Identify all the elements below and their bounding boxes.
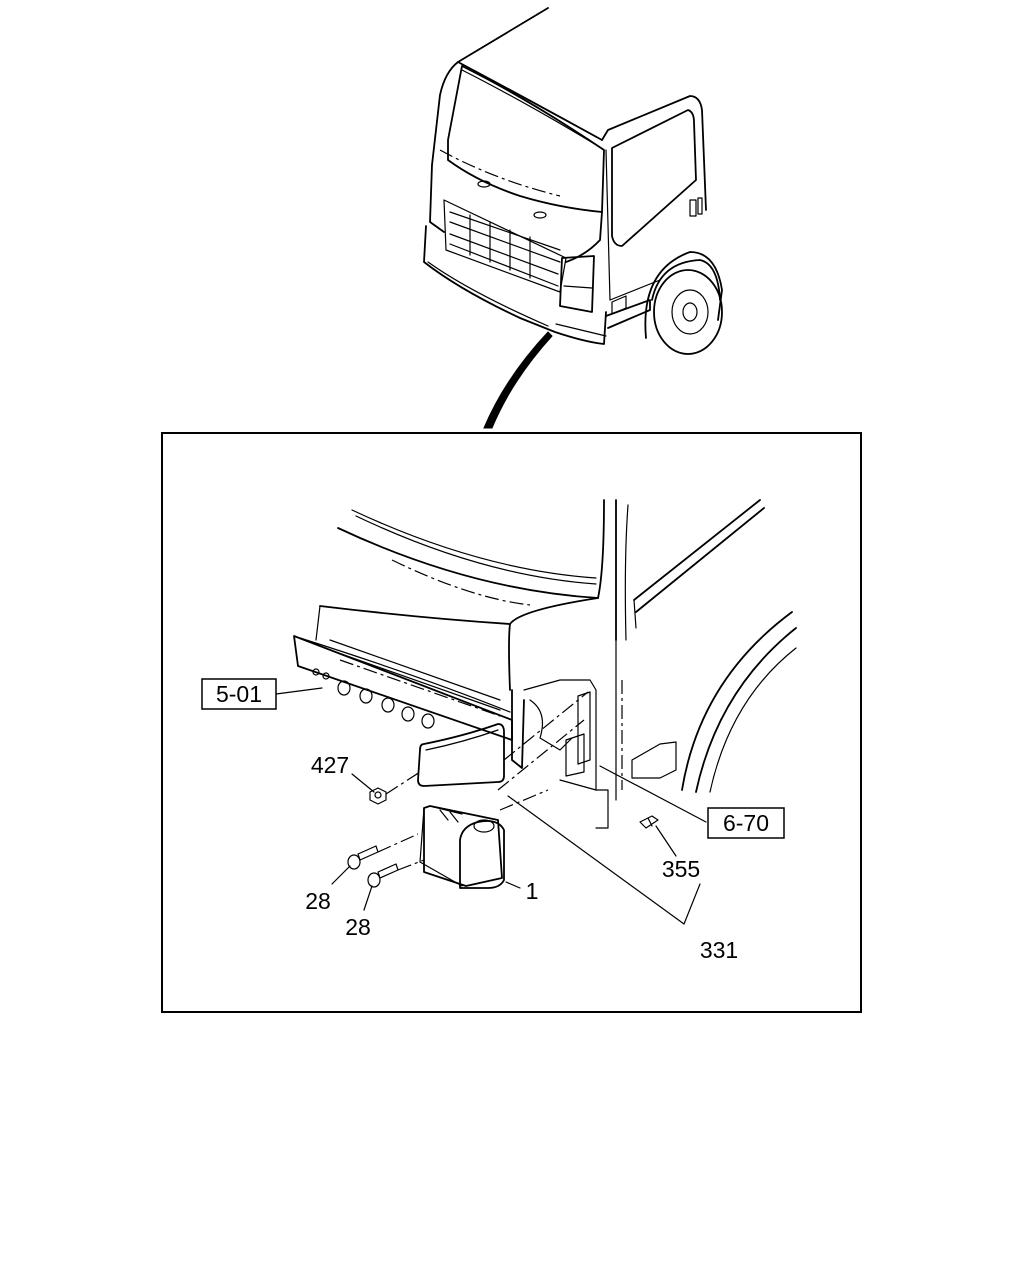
detail-pointer [483,331,553,429]
detail-cab-corner [293,499,797,829]
leader-1 [505,881,521,889]
screw [639,815,659,829]
truck-overview [423,7,723,355]
leader-5-01 [275,687,323,695]
leader-6-70 [599,765,707,823]
leader-427 [351,773,375,793]
label-1: 1 [526,878,539,904]
label-331: 331 [700,937,738,963]
assembly-line-5 [397,859,425,871]
assembly-line-1 [503,691,589,761]
assembly-line-6 [377,833,419,853]
lamp-housing [419,805,505,889]
label-5-01: 5-01 [216,681,262,707]
turn-signal-lens [417,723,505,787]
nut [369,787,387,805]
label-28-a: 28 [305,888,331,914]
leader-28-a [331,865,351,885]
assembly-line-2 [497,719,585,791]
leader-28-b [363,885,373,911]
assembly-line-4 [385,771,421,795]
ref-box-5-01 [201,678,277,710]
bolt-lower [367,863,399,888]
bolt-upper [347,845,379,870]
leader-331 [507,795,685,925]
detail-frame [161,432,862,1013]
label-28-b: 28 [345,914,371,940]
leader-355 [655,825,677,857]
bracket-355-331 [683,883,701,925]
label-355: 355 [662,856,700,882]
assembly-line-3 [499,789,549,811]
label-6-70: 6-70 [723,810,769,836]
label-427: 427 [311,752,349,778]
ref-box-6-70 [707,807,785,839]
